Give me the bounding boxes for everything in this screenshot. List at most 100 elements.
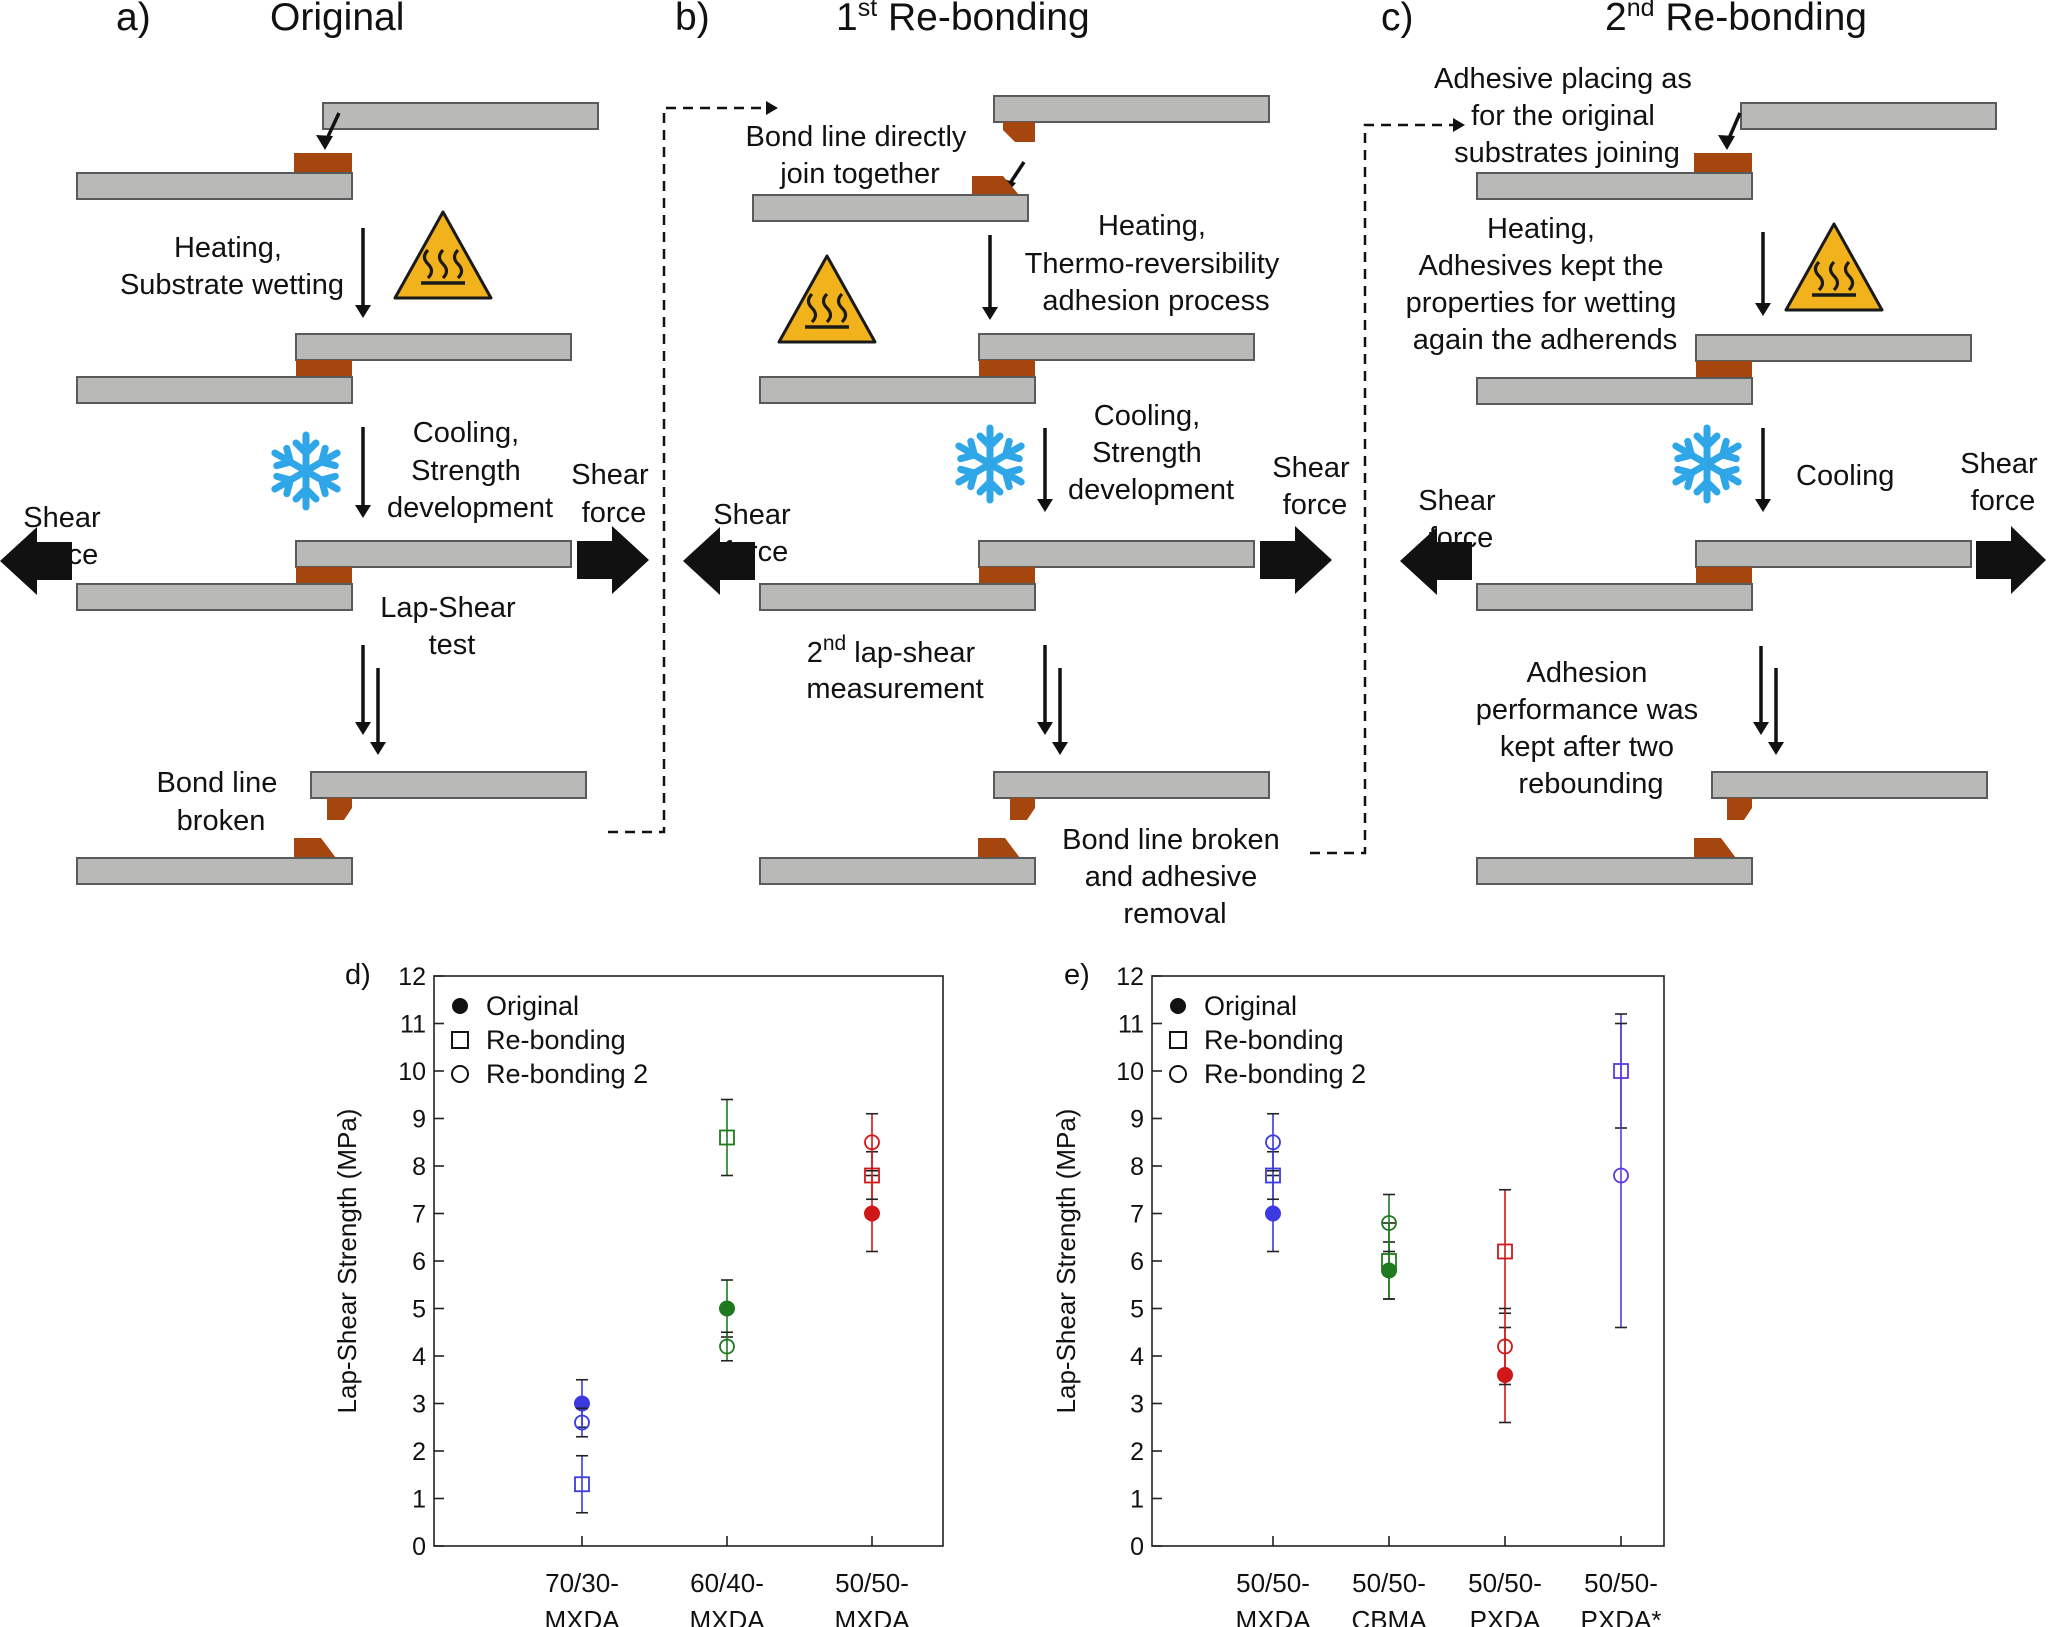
data-point-rebonding [574, 1476, 590, 1493]
x-tick-label: 50/50-MXDA [834, 1568, 910, 1627]
y-tick-label: 3 [1130, 1391, 1144, 1419]
y-tick-label: 2 [1130, 1438, 1144, 1466]
shear-arrow-icon [1400, 527, 1472, 595]
error-bar [1615, 1022, 1627, 1329]
legend-marker [1169, 1031, 1187, 1049]
error-bar [721, 1331, 733, 1362]
y-tick-label: 11 [400, 1011, 426, 1039]
panel-a-shear-right-label: Shear force [571, 459, 656, 529]
y-axis-label: Lap-Shear Strength (MPa) [332, 1109, 362, 1414]
data-point-rebonding [719, 1129, 735, 1146]
y-tick-label: 3 [412, 1391, 426, 1419]
y-tick-label: 12 [1116, 963, 1144, 991]
panel-b-join-label: Bond line directly join together [746, 121, 975, 190]
panel-c-shear-right-label: Shear force [1960, 448, 2045, 517]
panel-b-heating-label: Heating, Thermo-reversibility adhesion p… [1025, 210, 1288, 317]
data-point-rebonding-2 [1613, 1167, 1629, 1184]
panel-a-cooling-label: Cooling, Strength development [387, 417, 553, 524]
y-tick-label: 6 [412, 1248, 426, 1276]
data-point-original [864, 1205, 880, 1222]
y-tick-label: 0 [412, 1533, 426, 1561]
panel-a-title: Original [270, 0, 404, 39]
y-tick-label: 0 [1130, 1533, 1144, 1561]
panel-c-title: 2nd Re-bonding [1605, 0, 1867, 39]
error-bar [1383, 1193, 1395, 1253]
panel-b-title: 1st Re-bonding [836, 0, 1090, 39]
y-tick-label: 6 [1130, 1248, 1144, 1276]
snowflake-icon [954, 428, 1026, 500]
shear-arrow-icon [0, 527, 72, 595]
legend-marker [1169, 1065, 1187, 1083]
panel-b-tag: b) [675, 0, 710, 39]
y-tick-label: 8 [412, 1153, 426, 1181]
error-bar [576, 1407, 588, 1438]
legend-label: Re-bonding 2 [1204, 1059, 1366, 1089]
panel-c-tag: c) [1381, 0, 1414, 39]
x-tick-label: 60/40-MXDA [689, 1568, 765, 1627]
y-tick-label: 5 [412, 1296, 426, 1324]
error-bar [1267, 1112, 1279, 1172]
panel-b-cooling-label: Cooling, Strength development [1068, 400, 1234, 506]
error-bar [1499, 1307, 1511, 1386]
snowflake-icon [270, 435, 342, 507]
heat-warning-icon [393, 210, 493, 300]
error-bar [1499, 1188, 1511, 1315]
y-tick-label: 12 [398, 963, 426, 991]
error-bar [721, 1098, 733, 1177]
legend-marker [451, 1065, 469, 1083]
panel-b-measurement-label: 2nd lap-shear measurement [806, 632, 983, 705]
snowflake-icon [1671, 428, 1743, 500]
data-point-rebonding [1381, 1253, 1397, 1269]
shear-arrow-icon [683, 527, 755, 595]
data-point-rebonding-2 [719, 1338, 735, 1355]
panel-b-shear-right-label: Shear force [1272, 452, 1357, 521]
x-tick-label: 50/50-PXDA [1468, 1568, 1542, 1627]
legend-marker [451, 1031, 469, 1049]
data-point-rebonding [1497, 1243, 1513, 1260]
chart-tag: e) [1064, 959, 1090, 991]
panel-c-placing-label: Adhesive placing as for the original sub… [1434, 63, 1700, 169]
error-bar [866, 1112, 878, 1172]
y-tick-label: 5 [1130, 1296, 1144, 1324]
heat-warning-icon [777, 254, 877, 344]
x-tick-label: 50/50-CBMA [1351, 1568, 1427, 1627]
y-tick-label: 9 [1130, 1106, 1144, 1134]
data-point-original [1265, 1205, 1281, 1222]
data-point-rebonding-2 [574, 1414, 590, 1431]
data-point-rebonding-2 [864, 1134, 880, 1151]
panel-c-heating-label: Heating, Adhesives kept the properties f… [1406, 213, 1685, 356]
y-tick-label: 9 [412, 1106, 426, 1134]
y-tick-label: 1 [412, 1486, 426, 1514]
y-tick-label: 4 [1130, 1343, 1144, 1371]
panel-c-result-label: Adhesion performance was kept after two … [1476, 657, 1707, 800]
panel-a-test-label: Lap-Shear test [380, 592, 524, 661]
panel-c-shear-left-label: Shear force [1418, 485, 1503, 554]
data-point-rebonding-2 [1265, 1134, 1281, 1151]
y-tick-label: 8 [1130, 1153, 1144, 1181]
y-axis-label: Lap-Shear Strength (MPa) [1051, 1109, 1081, 1414]
panel-b-broken-label: Bond line broken and adhesive removal [1062, 824, 1288, 930]
y-tick-label: 7 [1130, 1201, 1144, 1229]
x-tick-label: 50/50-MXDA [1235, 1568, 1311, 1627]
legend-label: Re-bonding [1204, 1025, 1344, 1055]
legend-label: Re-bonding [486, 1025, 626, 1055]
y-tick-label: 1 [1130, 1486, 1144, 1514]
y-tick-label: 11 [1118, 1011, 1144, 1039]
x-tick-label: 50/50-PXDA* [1581, 1568, 1662, 1627]
y-tick-label: 10 [1116, 1058, 1144, 1086]
y-tick-label: 10 [398, 1058, 426, 1086]
legend-label: Original [1204, 991, 1297, 1021]
legend-label: Original [486, 991, 579, 1021]
panel-c-cooling-label: Cooling [1796, 460, 1894, 492]
heat-warning-icon [1784, 222, 1884, 312]
x-tick-label: 70/30-MXDA [544, 1568, 620, 1627]
panel-a-heating-label: Heating, Substrate wetting [120, 232, 344, 301]
shear-arrow-icon [1976, 526, 2046, 594]
shear-arrow-icon [1260, 526, 1332, 594]
shear-arrow-icon [577, 526, 649, 594]
y-tick-label: 7 [412, 1201, 426, 1229]
legend-marker [1170, 998, 1186, 1014]
